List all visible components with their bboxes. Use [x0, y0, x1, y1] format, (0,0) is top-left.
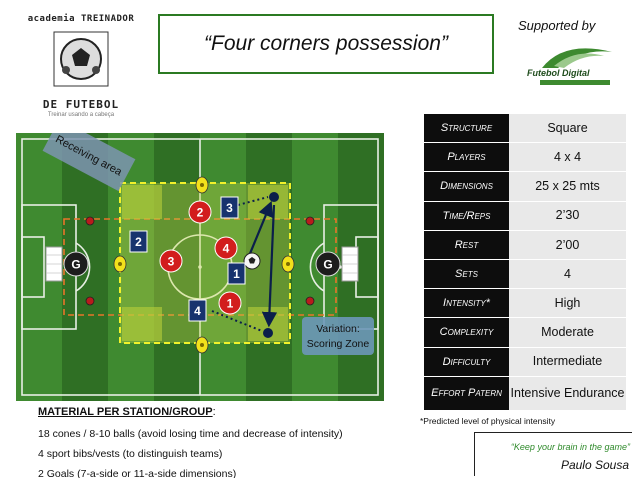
- svg-text:3: 3: [226, 201, 233, 215]
- row-value-structure: Square: [509, 114, 626, 144]
- table-row: Dimensions 25 x 25 mts: [424, 172, 626, 202]
- red-player-1: 1: [218, 291, 242, 315]
- row-value-complexity: Moderate: [509, 318, 626, 348]
- row-value-effort-pattern: Intensive Endurance: [509, 376, 626, 411]
- row-value-time-reps: 2’30: [509, 201, 626, 231]
- pitch-diagram: Receiving area G G: [16, 133, 384, 401]
- table-row: Effort Patern Intensive Endurance: [424, 376, 626, 411]
- page-title: “Four corners possession”: [204, 32, 448, 55]
- variation-label: Variation:: [316, 323, 360, 335]
- row-label-difficulty: Difficulty: [424, 347, 509, 377]
- ball-icon: [243, 252, 261, 270]
- logo-bottom-text: DE FUTEBOL: [42, 98, 120, 111]
- right-goalkeeper: G: [315, 251, 341, 277]
- row-value-intensity: High: [509, 289, 626, 319]
- yellow-cones: [113, 176, 295, 354]
- row-label-players: Players: [424, 143, 509, 173]
- table-row: Difficulty Intermediate: [424, 347, 626, 377]
- sponsor-swoosh-icon: [542, 48, 612, 68]
- row-value-players: 4 x 4: [509, 143, 626, 173]
- table-row: Complexity Moderate: [424, 318, 626, 348]
- session-info-table: Structure Square Players 4 x 4 Dimension…: [424, 114, 626, 411]
- row-label-structure: Structure: [424, 114, 509, 144]
- intensity-footnote: *Predicted level of physical intensity: [420, 416, 556, 426]
- soccer-ball-logo-icon: [53, 31, 109, 87]
- svg-text:1: 1: [233, 267, 240, 281]
- materials-item: 4 sport bibs/vests (to distinguish teams…: [38, 448, 223, 460]
- blue-player-3: 3: [220, 196, 239, 219]
- right-goalkeeper-label: G: [323, 258, 332, 272]
- yellow-cone-centers: [118, 183, 290, 347]
- svg-text:4: 4: [223, 242, 230, 256]
- logo-slogan: Treinar usando a cabeça: [47, 112, 115, 118]
- row-value-rest: 2’00: [509, 230, 626, 260]
- svg-text:3: 3: [168, 255, 175, 269]
- blue-player-4: 4: [188, 299, 207, 322]
- row-value-sets: 4: [509, 259, 626, 290]
- row-label-dimensions: Dimensions: [424, 172, 509, 202]
- materials-heading-line: MATERIAL PER STATION/GROUP:: [38, 402, 398, 420]
- materials-item: 2 Goals (7-a-side or 11-a-side dimension…: [38, 468, 237, 478]
- sponsor-tag-bar: [540, 80, 610, 85]
- table-row: Players 4 x 4: [424, 143, 626, 173]
- materials-section: MATERIAL PER STATION/GROUP: 18 cones / 8…: [38, 402, 398, 478]
- variation-scoring-zone-box: Variation: Scoring Zone: [302, 317, 374, 355]
- table-row: Structure Square: [424, 114, 626, 144]
- quote-author: Paulo Sousa: [560, 458, 629, 472]
- row-label-intensity: Intensity*: [424, 289, 509, 319]
- quote-text: “Keep your brain in the game”: [510, 442, 630, 452]
- academia-treinador-logo: academia TREINADOR DE FUTEBOL Treinar us…: [22, 10, 140, 122]
- scoring-zone-label: Scoring Zone: [307, 338, 370, 350]
- row-label-effort-pattern: Effort Patern: [424, 376, 509, 411]
- row-label-rest: Rest: [424, 230, 509, 260]
- left-goalkeeper: G: [63, 251, 89, 277]
- row-value-difficulty: Intermediate: [509, 347, 626, 377]
- svg-text:2: 2: [197, 206, 204, 220]
- red-player-2: 2: [188, 200, 212, 224]
- title-box: “Four corners possession”: [158, 14, 494, 74]
- row-label-complexity: Complexity: [424, 318, 509, 348]
- table-row: Sets 4: [424, 259, 626, 290]
- blue-player-1: 1: [227, 262, 246, 285]
- red-player-3: 3: [159, 249, 183, 273]
- table-row: Intensity* High: [424, 289, 626, 319]
- red-player-4: 4: [214, 236, 238, 260]
- row-label-sets: Sets: [424, 259, 509, 290]
- red-cones: [85, 216, 315, 306]
- blue-target-markers: [263, 192, 279, 338]
- svg-text:4: 4: [194, 304, 201, 318]
- blue-player-2: 2: [129, 230, 148, 253]
- svg-text:2: 2: [135, 235, 142, 249]
- table-row: Rest 2’00: [424, 230, 626, 260]
- logo-top-text: academia TREINADOR: [27, 14, 135, 24]
- supported-by-label: Supported by: [518, 18, 596, 33]
- materials-heading: MATERIAL PER STATION/GROUP: [38, 406, 213, 418]
- right-goal: [341, 246, 359, 282]
- left-goal: [45, 246, 63, 282]
- row-value-dimensions: 25 x 25 mts: [509, 172, 626, 202]
- quote-frame: [474, 432, 632, 476]
- materials-item: 18 cones / 8-10 balls (avoid losing time…: [38, 428, 343, 440]
- materials-heading-colon: :: [212, 406, 216, 418]
- table-row: Time/Reps 2’30: [424, 201, 626, 231]
- left-goalkeeper-label: G: [71, 258, 80, 272]
- svg-text:1: 1: [227, 297, 234, 311]
- dotted-runs: [211, 196, 269, 332]
- row-label-time-reps: Time/Reps: [424, 201, 509, 231]
- sponsor-name: Futebol Digital: [527, 68, 590, 78]
- center-spot: [198, 265, 202, 269]
